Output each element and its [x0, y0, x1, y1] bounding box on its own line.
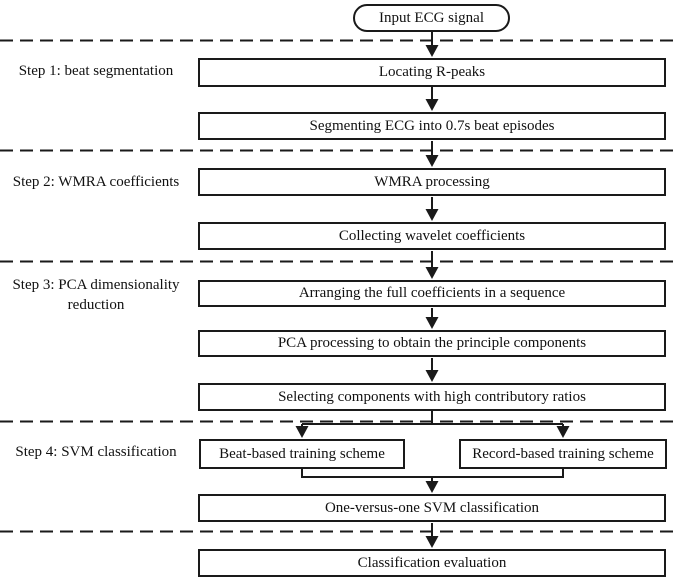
node-collecting-wavelet: Collecting wavelet coefficients — [198, 222, 666, 250]
node-classification-evaluation: Classification evaluation — [198, 549, 666, 577]
node-locating-r-peaks: Locating R-peaks — [198, 58, 666, 87]
step1-label: Step 1: beat segmentation — [18, 63, 174, 79]
node-input-ecg-signal: Input ECG signal — [353, 4, 510, 32]
node-segmenting-ecg: Segmenting ECG into 0.7s beat episodes — [198, 112, 666, 140]
node-wmra-processing: WMRA processing — [198, 168, 666, 196]
node-arranging-coefficients: Arranging the full coefficients in a seq… — [198, 280, 666, 307]
step3-label: Step 3: PCA dimensionality reduction — [12, 277, 180, 313]
node-pca-processing: PCA processing to obtain the principle c… — [198, 330, 666, 357]
section-divider-lines — [0, 39, 675, 533]
node-record-based-training: Record-based training scheme — [459, 439, 667, 469]
flow-arrows — [295, 31, 570, 548]
step4-label: Step 4: SVM classification — [15, 444, 177, 460]
step2-label: Step 2: WMRA coefficients — [12, 174, 180, 190]
node-selecting-components: Selecting components with high contribut… — [198, 383, 666, 411]
node-one-versus-one-svm: One-versus-one SVM classification — [198, 494, 666, 522]
node-beat-based-training: Beat-based training scheme — [199, 439, 405, 469]
